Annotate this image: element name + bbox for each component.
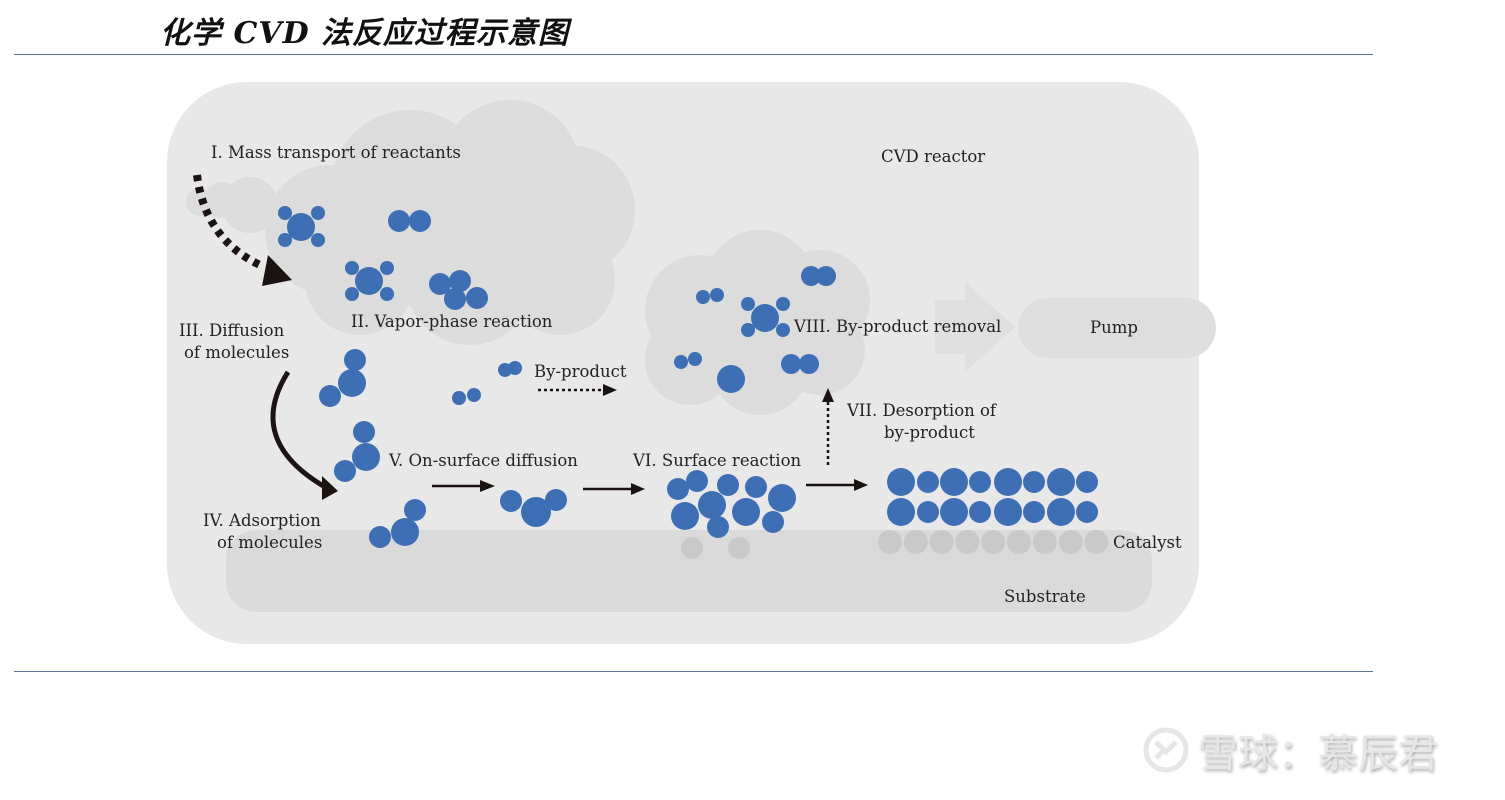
molecule	[319, 349, 366, 407]
molecule	[369, 499, 426, 548]
top-divider	[14, 54, 1373, 55]
catalyst-atom	[981, 530, 1006, 554]
molecules-byproduct	[674, 266, 836, 393]
molecule	[696, 288, 724, 304]
diffusion-arrow	[270, 370, 338, 500]
film-atom	[994, 468, 1022, 496]
film-atom	[1023, 471, 1045, 493]
film-atom	[1047, 498, 1075, 526]
byproduct-label: By-product	[534, 362, 627, 381]
step-8-label: VIII. By-product removal	[793, 317, 1001, 336]
molecule	[781, 354, 819, 374]
catalyst-layer	[878, 530, 1109, 554]
pump-label: Pump	[1090, 318, 1138, 337]
film-atom	[1023, 501, 1045, 523]
removal-arrow	[935, 282, 1015, 372]
catalyst-atom	[1032, 530, 1057, 554]
film-atom	[969, 501, 991, 523]
flow-arrow-2	[583, 483, 645, 495]
film-atom	[917, 501, 939, 523]
step-3-label-line2: of molecules	[184, 343, 289, 362]
byproduct-dotted-arrow	[538, 384, 617, 396]
flow-arrow-3	[806, 479, 868, 491]
film-atom	[1076, 471, 1098, 493]
catalyst-atom	[903, 530, 928, 554]
film-atom	[969, 471, 991, 493]
catalyst-atom	[1058, 530, 1083, 554]
reactor-label: CVD reactor	[881, 147, 985, 166]
molecule	[741, 297, 790, 337]
watermark-text: 雪球：慕辰君	[1198, 731, 1438, 777]
molecule	[429, 270, 488, 310]
mass-transport-arrow	[193, 174, 292, 286]
film-atom	[887, 498, 915, 526]
film-atom	[1047, 468, 1075, 496]
step-4-label-line1: IV. Adsorption	[203, 511, 321, 530]
snowball-logo-icon	[1143, 727, 1189, 773]
molecule	[500, 489, 567, 527]
molecules-diffusion	[319, 349, 567, 548]
step-7-label-line2: by-product	[884, 423, 975, 442]
figure-title: 化学 CVD 法反应过程示意图	[160, 16, 570, 51]
molecules-reactant	[278, 206, 488, 310]
molecule	[334, 421, 380, 482]
catalyst-label: Catalyst	[1113, 533, 1182, 552]
bottom-divider	[14, 671, 1373, 672]
desorption-arrow	[822, 388, 834, 465]
step-7-label-line1: VII. Desorption of	[846, 401, 998, 420]
catalyst-atom	[1084, 530, 1109, 554]
surface-reaction-cluster	[667, 470, 796, 559]
film-atom	[917, 471, 939, 493]
molecule	[801, 266, 836, 286]
substrate-label: Substrate	[1004, 587, 1086, 606]
film-atom	[887, 468, 915, 496]
film-atom	[994, 498, 1022, 526]
step-5-label: V. On-surface diffusion	[388, 451, 578, 470]
step-1-label: I. Mass transport of reactants	[211, 143, 461, 162]
film-atom	[1076, 501, 1098, 523]
molecule	[452, 388, 481, 405]
catalyst-atom	[955, 530, 980, 554]
step-4-label-line2: of molecules	[217, 533, 322, 552]
pump	[1018, 298, 1216, 358]
catalyst-atom	[878, 530, 902, 554]
film-atom	[940, 468, 968, 496]
catalyst-atom	[1007, 530, 1031, 554]
catalyst-atom	[929, 530, 954, 554]
step-3-label-line1: III. Diffusion	[179, 321, 285, 340]
molecule	[674, 352, 702, 369]
molecule	[388, 210, 431, 232]
molecule	[278, 206, 325, 247]
flow-arrow-1	[432, 480, 495, 492]
film-atom	[940, 498, 968, 526]
molecule	[345, 261, 394, 301]
step-6-label: VI. Surface reaction	[632, 451, 802, 470]
molecule	[498, 361, 522, 377]
molecule	[717, 365, 745, 393]
watermark: 雪球：慕辰君	[1142, 722, 1438, 778]
step-2-label: II. Vapor-phase reaction	[351, 312, 553, 331]
byproduct-cloud	[645, 230, 870, 415]
deposited-film	[887, 468, 1098, 526]
